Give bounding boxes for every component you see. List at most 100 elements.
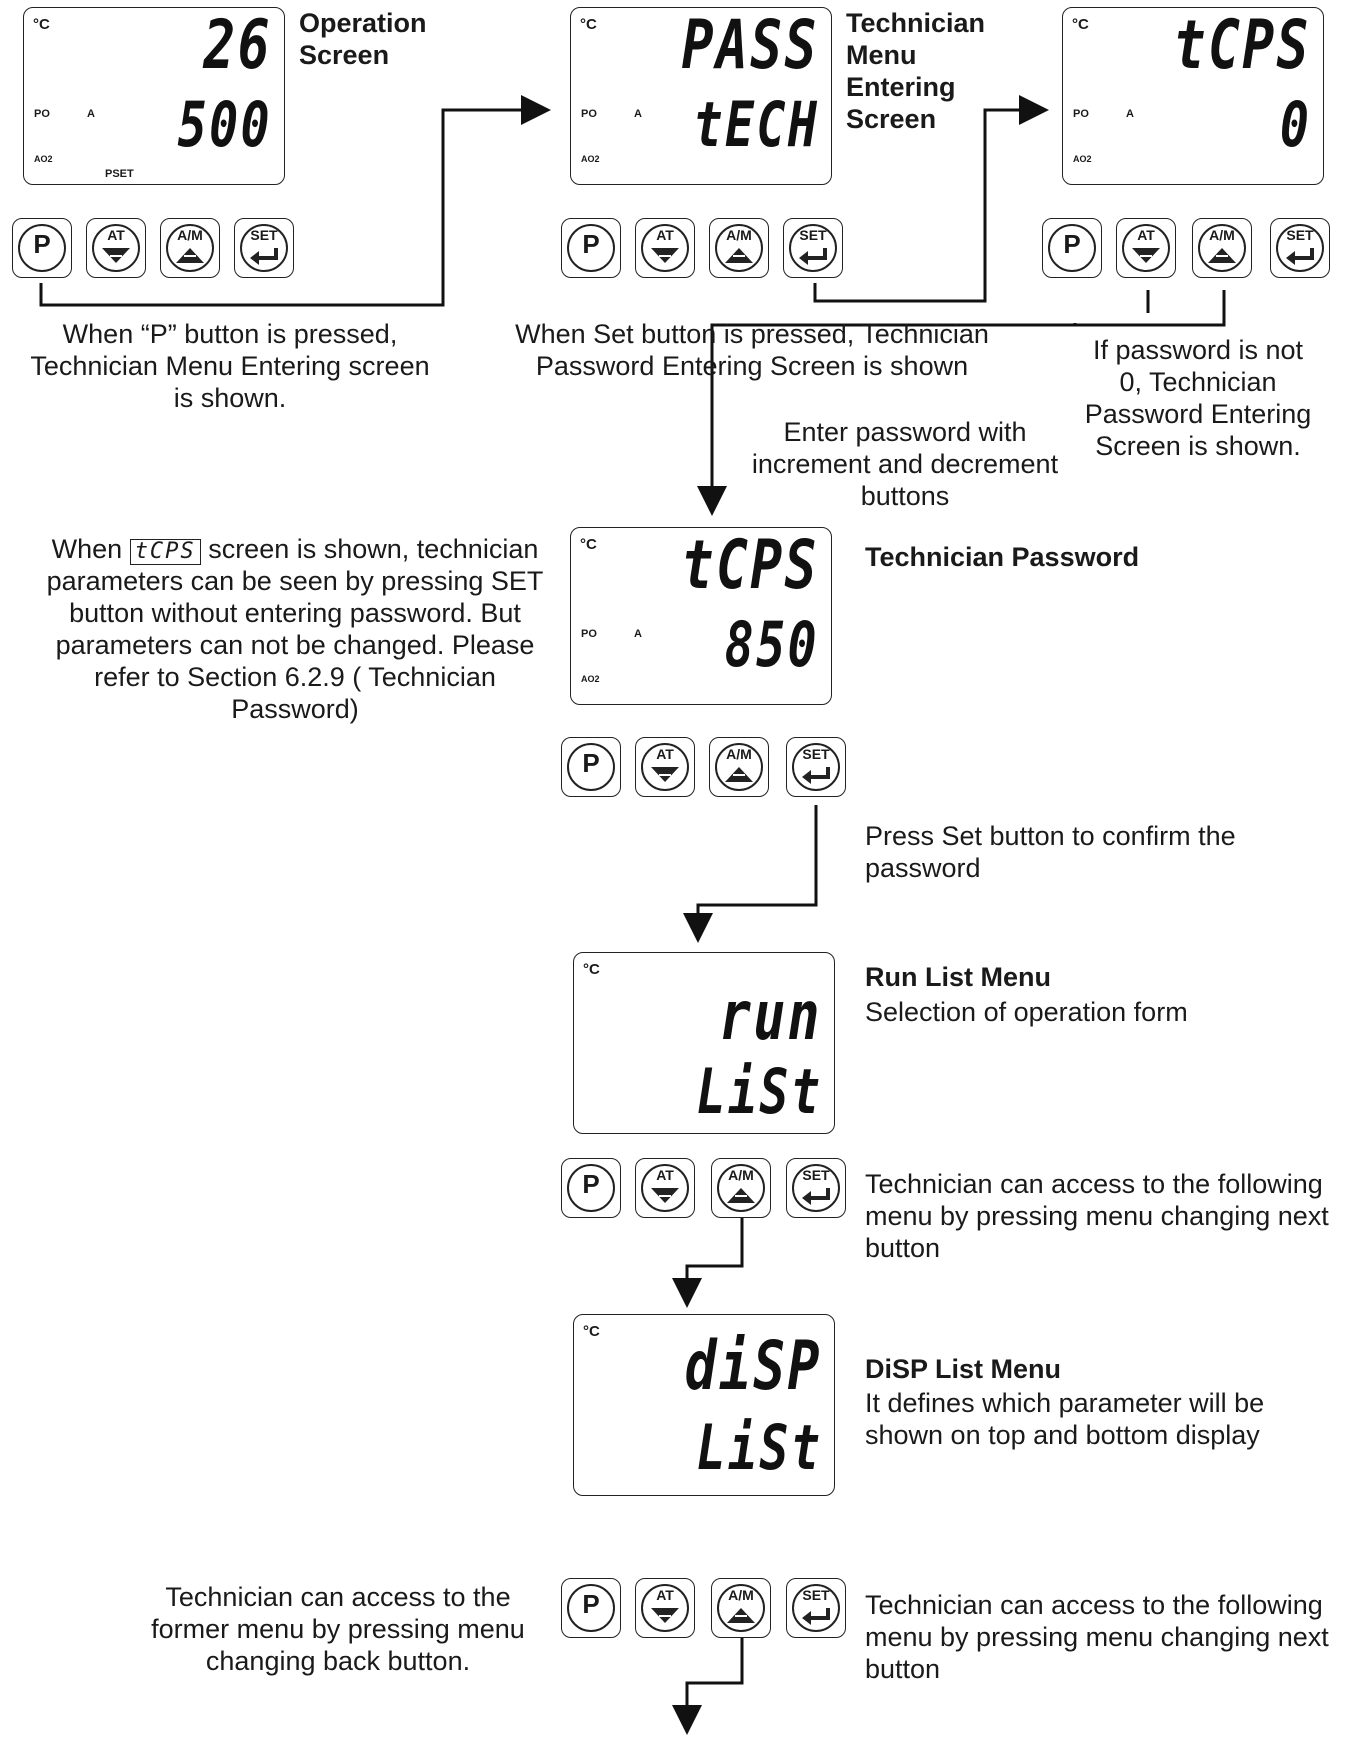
top-display-value: tCPS (681, 526, 819, 605)
am-button[interactable]: A/M (160, 218, 220, 278)
up-arrow-icon (725, 767, 753, 782)
top-display-value: tCPS (1173, 6, 1311, 85)
pset-indicator: PSET (105, 168, 134, 180)
run-list-subtitle: Selection of operation form (865, 997, 1188, 1027)
ao2-indicator: AO2 (34, 154, 53, 164)
down-arrow-icon (102, 248, 130, 263)
confirm-password-note: Press Set button to confirm the password (865, 821, 1236, 883)
up-arrow-icon (727, 1608, 755, 1623)
po-indicator: PO (581, 108, 597, 120)
am-button[interactable]: A/M (711, 1578, 771, 1638)
top-display-value: PASS (681, 6, 819, 85)
bottom-display-value: LiSt (696, 1411, 822, 1484)
p-button[interactable]: P (561, 1578, 621, 1638)
a-indicator: A (634, 628, 642, 640)
down-arrow-icon (651, 767, 679, 782)
at-button[interactable]: AT (635, 1578, 695, 1638)
at-button[interactable]: AT (635, 1158, 695, 1218)
ao2-indicator: AO2 (1073, 154, 1092, 164)
enter-arrow-icon (799, 248, 827, 265)
set-button[interactable]: SET (786, 1578, 846, 1638)
set-button[interactable]: SET (234, 218, 294, 278)
tcps-note-pre: When (51, 534, 123, 564)
enter-password-note: Enter password with increment and decrem… (751, 417, 1059, 511)
po-indicator: PO (34, 108, 50, 120)
password-not-zero-note: If password is not 0, Technician Passwor… (1084, 335, 1312, 461)
run-list-title: Run List Menu (865, 962, 1051, 992)
tcps-inline-display: tCPS (129, 539, 201, 565)
tech-menu-title: Technician Menu Entering Screen (846, 8, 986, 134)
set-button[interactable]: SET (1270, 218, 1330, 278)
a-indicator: A (634, 108, 642, 120)
a-indicator: A (1126, 108, 1134, 120)
enter-arrow-icon (802, 1188, 830, 1205)
arrow-am-to-next (672, 1626, 744, 1735)
arrow-set-to-run-list (683, 805, 818, 943)
down-arrow-icon (651, 248, 679, 263)
tcps-zero-display: °C PO A AO2 tCPS 0 (1062, 7, 1324, 185)
am-button[interactable]: A/M (1192, 218, 1252, 278)
p-button[interactable]: P (561, 1158, 621, 1218)
p-button[interactable]: P (12, 218, 72, 278)
down-arrow-icon (1132, 248, 1160, 263)
down-arrow-icon (651, 1608, 679, 1623)
disp-list-title: DiSP List Menu (865, 1354, 1062, 1384)
p-button[interactable]: P (1042, 218, 1102, 278)
po-indicator: PO (1073, 108, 1089, 120)
arrow-p-to-tech-menu (39, 95, 551, 307)
operation-screen-display: °C PO A AO2 PSET 26 500 (23, 7, 285, 185)
celsius-indicator: °C (580, 536, 597, 553)
tech-menu-display: °C PO A AO2 PASS tECH (570, 7, 832, 185)
enter-arrow-icon (802, 1608, 830, 1625)
celsius-indicator: °C (33, 16, 50, 33)
p-button[interactable]: P (561, 218, 621, 278)
set-button[interactable]: SET (786, 1158, 846, 1218)
celsius-indicator: °C (583, 961, 600, 978)
top-display-value: diSP (684, 1327, 822, 1406)
former-menu-note: Technician can access to the former menu… (151, 1582, 525, 1676)
tcps-explanation-note: When tCPS screen is shown, technician pa… (40, 533, 550, 725)
top-display-value: 26 (203, 6, 272, 85)
tech-password-title: Technician Password (865, 542, 1140, 572)
a-indicator: A (87, 108, 95, 120)
at-button[interactable]: AT (86, 218, 146, 278)
next-menu-note-1: Technician can access to the following m… (865, 1169, 1329, 1263)
bottom-display-value: 850 (724, 608, 819, 681)
at-button[interactable]: AT (1116, 218, 1176, 278)
set-pressed-note: When Set button is pressed, Technician P… (515, 319, 989, 381)
down-arrow-icon (651, 1188, 679, 1203)
at-button[interactable]: AT (635, 218, 695, 278)
bottom-display-value: 500 (177, 88, 272, 161)
arrow-am-to-disp-list (672, 1206, 744, 1308)
next-menu-note-2: Technician can access to the following m… (865, 1590, 1329, 1684)
up-arrow-icon (725, 248, 753, 263)
set-button[interactable]: SET (786, 737, 846, 797)
up-arrow-icon (727, 1188, 755, 1203)
am-button[interactable]: A/M (709, 218, 769, 278)
run-list-display: °C run LiSt (573, 952, 835, 1134)
up-arrow-icon (176, 248, 204, 263)
ao2-indicator: AO2 (581, 674, 600, 684)
po-indicator: PO (581, 628, 597, 640)
celsius-indicator: °C (583, 1323, 600, 1340)
p-button[interactable]: P (561, 737, 621, 797)
disp-list-display: °C diSP LiSt (573, 1314, 835, 1496)
bottom-display-value: tECH (693, 88, 819, 161)
at-button[interactable]: AT (635, 737, 695, 797)
enter-arrow-icon (1286, 248, 1314, 265)
tcps-note-post: screen is shown, technician parameters c… (46, 534, 544, 724)
bottom-display-value: 0 (1279, 88, 1311, 161)
enter-arrow-icon (250, 248, 278, 265)
arrow-set-to-tcps (813, 95, 1049, 303)
up-arrow-icon (1208, 248, 1236, 263)
celsius-indicator: °C (1072, 16, 1089, 33)
tech-password-display: °C PO A AO2 tCPS 850 (570, 527, 832, 705)
top-display-value: run (719, 977, 822, 1056)
p-pressed-note: When “P” button is pressed, Technician M… (30, 319, 430, 413)
am-button[interactable]: A/M (711, 1158, 771, 1218)
am-button[interactable]: A/M (709, 737, 769, 797)
set-button[interactable]: SET (783, 218, 843, 278)
celsius-indicator: °C (580, 16, 597, 33)
enter-arrow-icon (802, 767, 830, 784)
